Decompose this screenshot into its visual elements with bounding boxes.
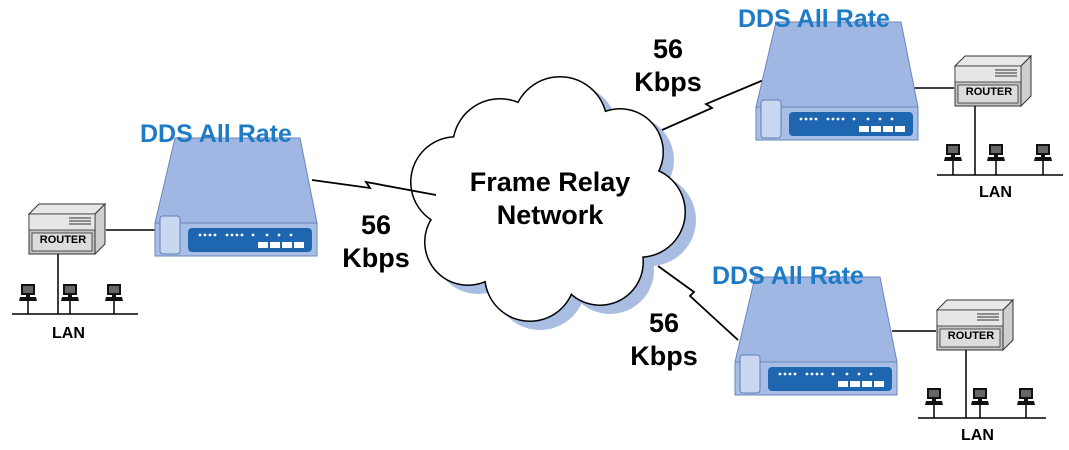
speed-value: 56 — [652, 34, 684, 64]
speed-label-bottom-right: 56 Kbps — [624, 307, 704, 373]
computer-icon — [1034, 144, 1052, 161]
cloud-label: Frame Relay Network — [440, 166, 660, 232]
dds-device-top-right — [755, 21, 919, 141]
link-bottom-right — [657, 265, 739, 341]
computer-icon — [987, 144, 1005, 161]
dds-device-left — [154, 137, 318, 257]
lan-label-left: LAN — [52, 325, 85, 342]
computer-icon — [944, 144, 962, 161]
speed-value: 56 — [360, 210, 392, 240]
dds-device-bottom-right — [734, 276, 898, 396]
lan-label-top-right: LAN — [979, 184, 1012, 201]
lan-bottom-right — [918, 350, 1046, 419]
link-top-right — [661, 78, 767, 131]
computer-icon — [971, 388, 989, 405]
computer-icon — [61, 284, 79, 301]
speed-unit: Kbps — [342, 243, 410, 273]
router-label-bottom-right: ROUTER — [947, 330, 995, 342]
computer-icon — [105, 284, 123, 301]
computer-icon — [1017, 388, 1035, 405]
link-left — [311, 179, 437, 196]
router-top-right — [954, 55, 1032, 107]
cloud-label-line2: Network — [496, 200, 604, 230]
router-left — [28, 203, 106, 255]
lan-label-bottom-right: LAN — [961, 427, 994, 444]
speed-label-left: 56 Kbps — [336, 209, 416, 275]
router-bottom-right — [936, 299, 1014, 351]
speed-label-top-right: 56 Kbps — [628, 33, 708, 99]
router-label-left: ROUTER — [39, 234, 87, 246]
router-label-top-right: ROUTER — [965, 86, 1013, 98]
lan-left — [12, 254, 138, 315]
cloud-icon — [410, 76, 686, 322]
computer-icon — [925, 388, 943, 405]
device-label-left: DDS All Rate — [140, 120, 292, 148]
computer-icon — [19, 284, 37, 301]
lan-top-right — [937, 106, 1063, 176]
device-label-bottom-right: DDS All Rate — [712, 262, 864, 290]
cloud-label-line1: Frame Relay — [469, 167, 631, 197]
speed-unit: Kbps — [630, 341, 698, 371]
device-label-top-right: DDS All Rate — [738, 5, 890, 33]
speed-unit: Kbps — [634, 67, 702, 97]
speed-value: 56 — [648, 308, 680, 338]
